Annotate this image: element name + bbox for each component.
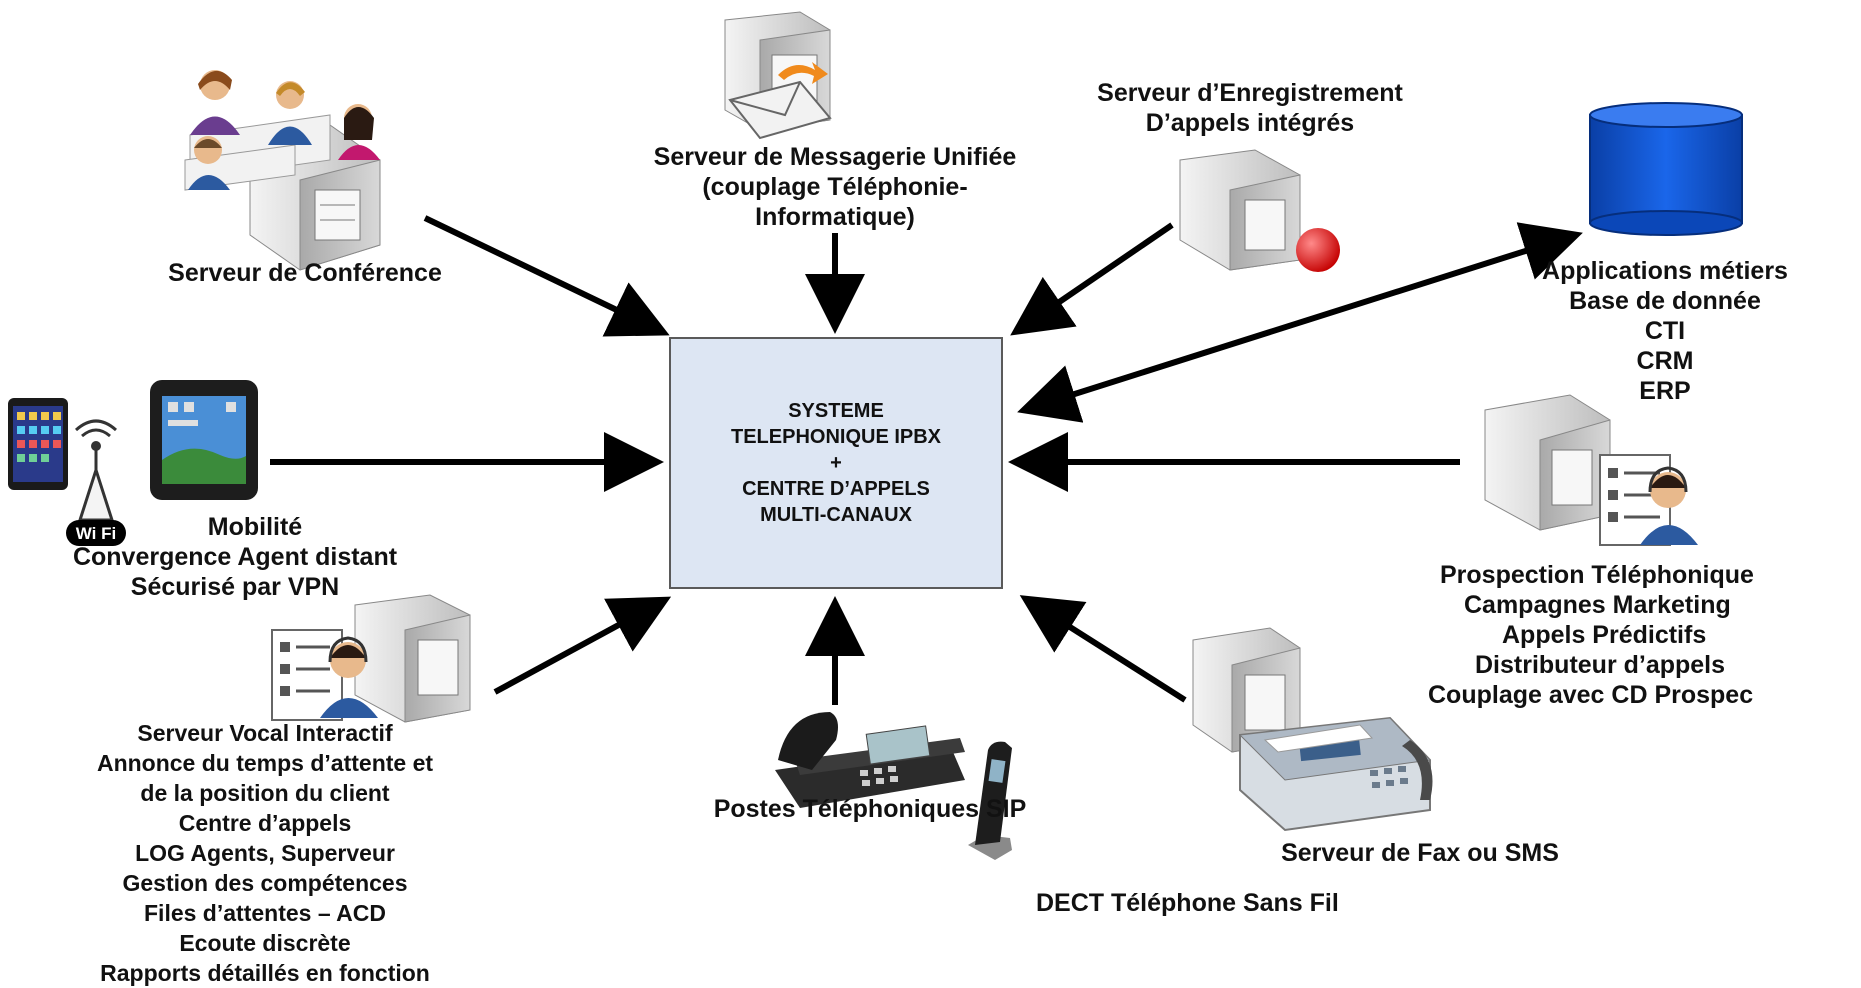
applications-label: Applications métiers Base de donnée CTI … <box>1485 256 1845 406</box>
center-line: CENTRE D’APPELS <box>742 478 930 500</box>
central-ipbx-box: SYSTEME TELEPHONIQUE IPBX + CENTRE D’APP… <box>669 337 1003 589</box>
postes-label: Postes Téléphoniques SIP <box>660 794 1080 824</box>
envelope-icon <box>728 62 832 140</box>
fax-label-line: Serveur de Fax ou SMS <box>1281 839 1559 867</box>
applications-label-line: Base de donnée <box>1569 287 1761 315</box>
fax-server-icon <box>1192 627 1301 753</box>
vocal-label: Serveur Vocal Interactif Annonce du temp… <box>20 718 510 988</box>
center-line: SYSTEME <box>788 400 884 422</box>
fax-machine-icon <box>1238 716 1433 832</box>
messagerie-label: Serveur de Messagerie Unifiée (couplage … <box>575 142 1095 232</box>
fax-label: Serveur de Fax ou SMS <box>1210 838 1630 868</box>
arrow-conference <box>423 215 670 337</box>
vocal-label-line: Annonce du temps d’attente et <box>96 750 434 776</box>
conference-label-line: Serveur de Conférence <box>168 259 442 287</box>
conference-label: Serveur de Conférence <box>120 258 490 288</box>
applications-label-line: CTI <box>1644 317 1686 345</box>
postes-label-line: Postes Téléphoniques SIP <box>713 795 1027 823</box>
vocal-agent-icon <box>271 629 378 721</box>
prospection-agent-icon <box>1599 454 1698 546</box>
prospection-label-line: Campagnes Marketing <box>1464 591 1731 619</box>
dect-label-line: DECT Téléphone Sans Fil <box>1036 889 1339 917</box>
enregistrement-label: Serveur d’Enregistrement D’appels intégr… <box>1030 78 1470 138</box>
vocal-label-line: de la position du client <box>140 780 390 806</box>
applications-label-line: Applications métiers <box>1542 257 1788 285</box>
mobilite-label-line: Sécurisé par VPN <box>130 573 340 601</box>
vocal-server-icon <box>354 594 471 723</box>
center-line: MULTI-CANAUX <box>760 504 912 526</box>
arrow-enregistrement <box>1010 222 1174 336</box>
database-icon <box>1589 102 1743 236</box>
tablet-icon <box>150 380 258 500</box>
vocal-label-line: Files d’attentes – ACD <box>144 900 386 926</box>
arrow-applications <box>1017 222 1583 423</box>
vocal-label-line: Gestion des compétences <box>122 870 408 896</box>
vocal-label-line: LOG Agents, Superveur <box>135 840 395 866</box>
vocal-label-line: Rapports détaillés en fonction <box>100 960 430 986</box>
enregistrement-label-line: D’appels intégrés <box>1145 109 1355 137</box>
vocal-label-line: Ecoute discrète <box>179 930 351 956</box>
applications-label-line: ERP <box>1639 377 1691 405</box>
ip-phone-icon <box>775 712 965 808</box>
prospection-label-line: Appels Prédictifs <box>1502 621 1707 649</box>
applications-label-line: CRM <box>1636 347 1694 375</box>
messagerie-label-line: Serveur de Messagerie Unifiée <box>653 143 1017 171</box>
vocal-label-line: Serveur Vocal Interactif <box>137 720 393 746</box>
prospection-label-line: Distributeur d’appels <box>1475 651 1726 679</box>
mobilite-label-line: Mobilité <box>207 513 303 541</box>
vocal-label-line: Centre d’appels <box>178 810 352 836</box>
arrow-fax <box>1019 595 1187 703</box>
mobilite-label-line: Convergence Agent distant <box>72 543 398 571</box>
conference-people-icon <box>184 70 380 191</box>
dect-phone-icon <box>968 741 1012 860</box>
dect-label: DECT Téléphone Sans Fil <box>1036 888 1456 918</box>
wifi-badge-text: Wi Fi <box>76 524 116 543</box>
wifi-antenna-icon: Wi Fi <box>66 419 126 546</box>
prospection-label-line: Couplage avec CD Prospec <box>1428 681 1754 709</box>
center-line: TELEPHONIQUE IPBX <box>730 426 942 448</box>
smartphone-icon <box>8 398 68 490</box>
enregistrement-label-line: Serveur d’Enregistrement <box>1097 79 1403 107</box>
mobilite-label: Mobilité Convergence Agent distant Sécur… <box>10 512 460 602</box>
messagerie-label-line: Informatique) <box>755 203 915 231</box>
center-line: + <box>830 452 842 474</box>
messagerie-label-line: (couplage Téléphonie- <box>702 173 968 201</box>
prospection-label: Prospection Téléphonique Campagnes Marke… <box>1428 560 1861 710</box>
prospection-label-line: Prospection Téléphonique <box>1440 561 1754 589</box>
arrow-vocal <box>493 596 672 695</box>
